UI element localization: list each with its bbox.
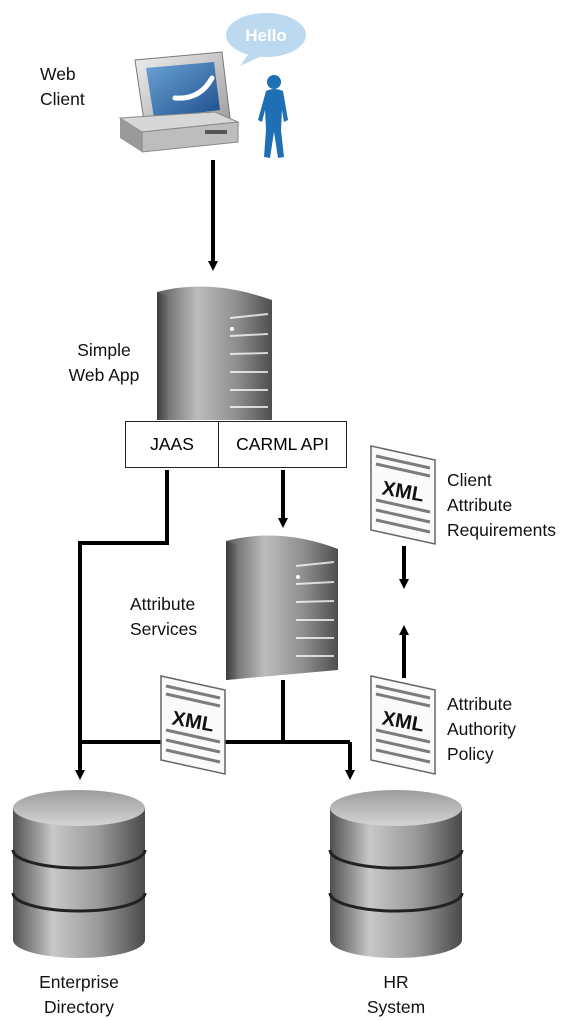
carml-api-label: CARML API — [236, 434, 329, 454]
client-attribute-requirements-label: Client Attribute Requirements — [447, 470, 556, 540]
speech-bubble-text: Hello — [245, 26, 287, 45]
enterprise-directory-database-icon — [11, 790, 147, 958]
client-attribute-requirements-xml-icon: XML — [370, 445, 436, 545]
attribute-authority-policy-xml-icon: XML — [370, 675, 436, 775]
flow-xml-document-icon: XML — [160, 675, 226, 775]
attribute-services-label: Attribute Services — [130, 594, 198, 639]
jaas-label: JAAS — [126, 422, 219, 467]
simple-web-app-label: Simple Web App — [68, 340, 140, 385]
web-client-computer-icon — [118, 51, 240, 153]
web-client-label: Web Client — [40, 64, 85, 109]
enterprise-directory-label: Enterprise Directory — [39, 972, 119, 1017]
simple-web-app-server-icon — [157, 286, 272, 420]
hr-system-database-icon — [328, 790, 464, 958]
hr-system-label: HR System — [366, 972, 426, 1017]
api-box: JAAS CARML API — [125, 421, 347, 468]
attribute-services-server-icon — [226, 535, 338, 680]
speech-bubble: Hello — [226, 13, 306, 66]
user-person-icon — [258, 75, 288, 158]
attribute-authority-policy-label: Attribute Authority Policy — [447, 694, 517, 764]
